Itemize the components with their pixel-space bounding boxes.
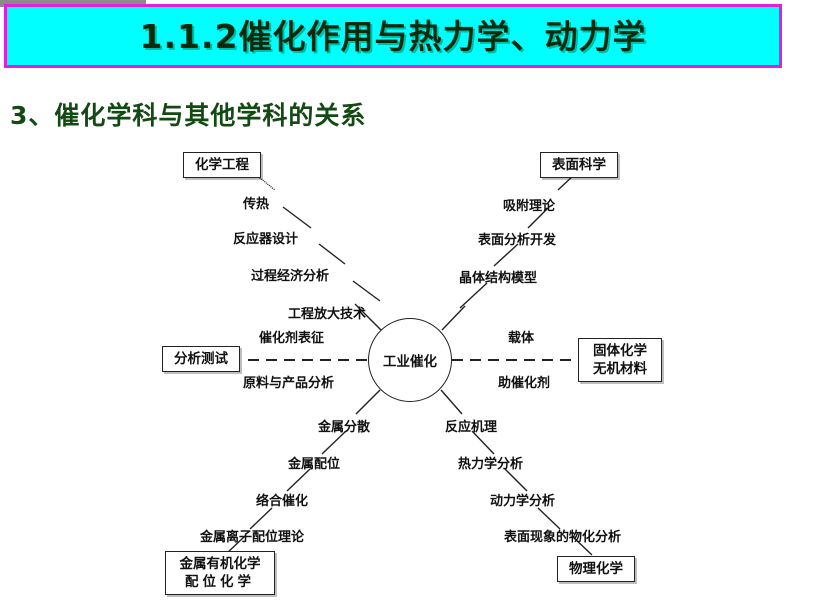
connector-upper-right-seg2 <box>527 207 549 229</box>
connector-upper-right-seg3 <box>493 243 519 267</box>
node-chemical-engineering-line-1: 化学工程 <box>195 156 249 173</box>
connector-upper-left-seg4 <box>352 280 381 302</box>
connector-lower-left-seg3 <box>286 468 311 492</box>
node-physical-chemistry-line-1: 物理化学 <box>569 560 623 577</box>
connector-upper-left-seg3 <box>318 243 346 265</box>
node-analysis-testing[interactable]: 分析测试 <box>162 346 240 372</box>
node-surface-science-line-1: 表面科学 <box>552 156 606 173</box>
page-title: 1.1.2催化作用与热力学、动力学 <box>139 16 647 56</box>
spoke-label-adsorption-theory: 吸附理论 <box>503 199 556 214</box>
relationship-diagram: 化学工程 表面科学 分析测试 固体化学 无机材料 金属有机化学 配位化学 物理化… <box>0 138 837 601</box>
spoke-label-promoter: 助催化剂 <box>498 376 551 391</box>
connector-lower-right-seg5 <box>571 535 593 556</box>
connector-upper-right-seg4 <box>459 282 488 309</box>
spoke-label-heat-transfer: 传热 <box>243 197 270 212</box>
connector-lower-left-seg2 <box>321 430 347 455</box>
spoke-label-catalyst-characterization: 催化剂表征 <box>259 331 325 346</box>
spoke-label-complex-catalysis: 络合催化 <box>256 494 309 509</box>
node-analysis-testing-line-1: 分析测试 <box>174 350 228 367</box>
spoke-label-surface-phenomena-physicochemical-analysis: 表面现象的物化分析 <box>504 530 622 545</box>
node-organometallic-chemistry[interactable]: 金属有机化学 配位化学 <box>165 551 275 595</box>
node-chemical-engineering[interactable]: 化学工程 <box>183 152 261 178</box>
spoke-label-surface-analysis-development: 表面分析开发 <box>478 233 557 248</box>
spoke-label-kinetic-analysis: 动力学分析 <box>490 494 556 509</box>
spoke-label-support: 载体 <box>508 331 535 346</box>
center-node-label: 工业催化 <box>383 354 437 370</box>
connector-lower-right-seg3 <box>504 468 528 492</box>
center-node-industrial-catalysis[interactable]: 工业催化 <box>368 318 452 402</box>
spoke-label-metal-dispersion: 金属分散 <box>318 420 371 435</box>
connector-upper-left-seg2 <box>282 206 312 229</box>
spoke-label-engineering-scaleup: 工程放大技术 <box>288 307 367 322</box>
node-organometallic-chemistry-line-1: 金属有机化学 <box>179 555 261 572</box>
node-solid-state-chemistry[interactable]: 固体化学 无机材料 <box>578 338 662 382</box>
connector-upper-right-seg5 <box>441 305 466 331</box>
spoke-label-crystal-structure-model: 晶体结构模型 <box>459 271 538 286</box>
spoke-label-process-economics: 过程经济分析 <box>251 269 330 284</box>
spoke-label-metal-coordination: 金属配位 <box>288 457 341 472</box>
connector-lower-left-seg4 <box>249 507 273 530</box>
node-physical-chemistry[interactable]: 物理化学 <box>557 556 635 582</box>
spoke-label-feedstock-product-analysis: 原料与产品分析 <box>243 376 335 391</box>
spoke-label-metal-ion-coordination-theory: 金属离子配位理论 <box>200 530 305 545</box>
node-surface-science[interactable]: 表面科学 <box>540 152 618 178</box>
spoke-label-reaction-mechanism: 反应机理 <box>445 420 498 435</box>
title-banner: 1.1.2催化作用与热力学、动力学 <box>4 4 782 68</box>
connector-lower-right-seg2 <box>471 430 495 455</box>
spoke-label-thermodynamic-analysis: 热力学分析 <box>458 457 524 472</box>
node-organometallic-chemistry-line-2: 配位化学 <box>185 574 255 590</box>
node-solid-state-chemistry-line-1: 固体化学 <box>593 342 647 359</box>
top-gray-strip <box>0 0 146 7</box>
connector-lower-left-seg1 <box>355 389 381 415</box>
diagram-connectors <box>224 173 593 556</box>
spoke-label-reactor-design: 反应器设计 <box>233 232 299 247</box>
connector-lower-right-seg4 <box>537 507 561 530</box>
section-heading: 3、催化学科与其他学科的关系 <box>10 101 367 130</box>
node-solid-state-chemistry-line-2: 无机材料 <box>593 361 647 377</box>
connector-upper-left-seg5 <box>354 303 382 331</box>
connector-lower-right-seg1 <box>440 389 463 415</box>
